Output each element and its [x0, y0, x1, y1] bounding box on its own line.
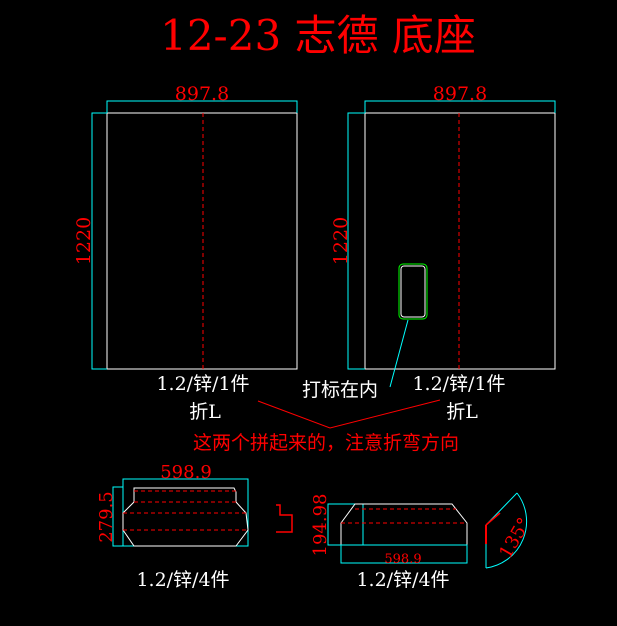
right-fold-label: 折L — [446, 401, 478, 423]
right-width-dim: 897.8 — [433, 83, 487, 105]
right-height-dim: 1220 — [330, 217, 352, 265]
bottom-left-spec: 1.2/锌/4件 — [136, 569, 229, 591]
left-panel: 897.8 1220 1.2/锌/1件 折L — [73, 83, 298, 423]
bottom-right-part: 598.9 194.98 1.2/锌/4件 — [310, 494, 468, 591]
marking-note: 打标在内 — [302, 379, 378, 401]
left-height-dim: 1220 — [73, 217, 95, 265]
bottom-right-width-dim: 598.9 — [384, 552, 421, 567]
bottom-left-width-dim: 598.9 — [160, 462, 212, 483]
left-spec-label: 1.2/锌/1件 — [156, 373, 249, 395]
drawing-title: 12-23 志德 底座 — [160, 11, 476, 60]
marking-leader — [389, 319, 409, 388]
bottom-left-part: 598.9 279.5 1.2/锌/4件 — [96, 462, 249, 591]
marking-location — [398, 263, 428, 320]
right-spec-label: 1.2/锌/1件 — [412, 373, 505, 395]
bend-angle-detail: 135° — [485, 492, 535, 569]
assembly-note: 这两个拼起来的，注意折弯方向 — [193, 432, 459, 454]
bottom-left-height-dim: 279.5 — [96, 491, 117, 543]
bottom-right-height-dim: 194.98 — [310, 494, 331, 557]
bottom-right-spec: 1.2/锌/4件 — [356, 569, 449, 591]
fold-profile-symbol — [276, 504, 293, 533]
left-width-dim: 897.8 — [175, 83, 229, 105]
join-pointer-lines — [257, 399, 441, 429]
bend-angle-dim: 135° — [495, 514, 535, 562]
left-fold-label: 折L — [189, 401, 221, 423]
right-panel: 897.8 1220 1.2/锌/1件 折L 打标在内 — [302, 83, 556, 423]
